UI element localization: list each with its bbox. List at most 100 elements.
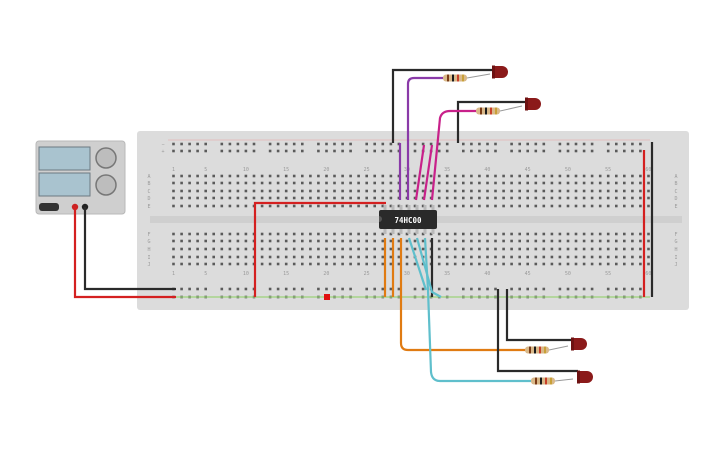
breadboard-hole[interactable] xyxy=(333,262,336,266)
breadboard-hole[interactable] xyxy=(325,232,328,236)
breadboard-hole[interactable] xyxy=(228,189,232,193)
breadboard-hole[interactable] xyxy=(631,232,634,236)
rail-hole[interactable] xyxy=(220,149,224,153)
breadboard-hole[interactable] xyxy=(582,181,586,185)
breadboard-hole[interactable] xyxy=(333,181,336,185)
breadboard-hole[interactable] xyxy=(236,174,240,178)
breadboard-hole[interactable] xyxy=(598,181,602,185)
rail-hole[interactable] xyxy=(478,149,481,153)
wires[interactable] xyxy=(73,68,654,383)
breadboard-hole[interactable] xyxy=(510,262,513,266)
breadboard-hole[interactable] xyxy=(172,174,175,178)
rail-hole[interactable] xyxy=(180,287,183,291)
breadboard-hole[interactable] xyxy=(639,262,642,266)
rail-hole[interactable] xyxy=(445,149,449,153)
rail-hole[interactable] xyxy=(301,142,304,146)
breadboard-hole[interactable] xyxy=(284,239,288,243)
breadboard-hole[interactable] xyxy=(574,262,578,266)
breadboard-hole[interactable] xyxy=(550,262,554,266)
rail-hole[interactable] xyxy=(478,287,481,291)
breadboard-hole[interactable] xyxy=(639,247,642,251)
breadboard-hole[interactable] xyxy=(413,174,417,178)
breadboard-hole[interactable] xyxy=(623,247,626,251)
breadboard-hole[interactable] xyxy=(260,247,264,251)
breadboard-hole[interactable] xyxy=(284,189,288,193)
breadboard-hole[interactable] xyxy=(526,255,529,259)
breadboard-hole[interactable] xyxy=(582,247,586,251)
breadboard-hole[interactable] xyxy=(236,262,240,266)
breadboard-hole[interactable] xyxy=(566,239,570,243)
breadboard-hole[interactable] xyxy=(196,262,199,266)
breadboard-hole[interactable] xyxy=(204,255,207,259)
breadboard-hole[interactable] xyxy=(542,174,546,178)
breadboard-hole[interactable] xyxy=(582,232,586,236)
breadboard-hole[interactable] xyxy=(534,196,538,200)
breadboard-hole[interactable] xyxy=(639,232,642,236)
breadboard-hole[interactable] xyxy=(413,189,417,193)
breadboard-hole[interactable] xyxy=(502,239,505,243)
breadboard-hole[interactable] xyxy=(284,232,288,236)
breadboard-hole[interactable] xyxy=(228,232,232,236)
breadboard-hole[interactable] xyxy=(582,174,586,178)
breadboard-hole[interactable] xyxy=(236,255,240,259)
rail-hole[interactable] xyxy=(462,149,465,153)
breadboard-hole[interactable] xyxy=(333,232,336,236)
breadboard-hole[interactable] xyxy=(486,232,489,236)
breadboard-hole[interactable] xyxy=(631,189,634,193)
breadboard-hole[interactable] xyxy=(558,255,562,259)
breadboard-hole[interactable] xyxy=(180,204,183,208)
breadboard-hole[interactable] xyxy=(292,239,296,243)
wire-black-led1-ground[interactable] xyxy=(391,68,497,143)
led-1[interactable] xyxy=(492,65,508,79)
rail-hole[interactable] xyxy=(244,142,248,146)
rail-hole[interactable] xyxy=(606,149,610,153)
breadboard-hole[interactable] xyxy=(437,204,441,208)
breadboard-hole[interactable] xyxy=(647,181,650,185)
breadboard-hole[interactable] xyxy=(373,181,376,185)
breadboard-hole[interactable] xyxy=(276,255,280,259)
breadboard-hole[interactable] xyxy=(172,204,175,208)
breadboard-hole[interactable] xyxy=(325,247,328,251)
breadboard-hole[interactable] xyxy=(558,196,562,200)
breadboard-hole[interactable] xyxy=(445,262,449,266)
breadboard-hole[interactable] xyxy=(421,232,425,236)
breadboard-hole[interactable] xyxy=(462,204,465,208)
resistor-1[interactable] xyxy=(443,74,467,82)
rail-hole[interactable] xyxy=(445,287,449,291)
breadboard-hole[interactable] xyxy=(437,255,441,259)
rail-hole[interactable] xyxy=(196,142,199,146)
breadboard-hole[interactable] xyxy=(558,204,562,208)
breadboard-hole[interactable] xyxy=(606,174,610,178)
breadboard-hole[interactable] xyxy=(317,181,320,185)
breadboard-hole[interactable] xyxy=(268,255,272,259)
breadboard-hole[interactable] xyxy=(590,189,594,193)
breadboard-hole[interactable] xyxy=(494,247,497,251)
breadboard-hole[interactable] xyxy=(590,232,594,236)
rail-hole[interactable] xyxy=(526,149,529,153)
breadboard-hole[interactable] xyxy=(470,174,473,178)
breadboard-hole[interactable] xyxy=(260,232,264,236)
breadboard-hole[interactable] xyxy=(615,174,618,178)
rail-hole[interactable] xyxy=(349,287,352,291)
breadboard-hole[interactable] xyxy=(292,181,296,185)
breadboard-hole[interactable] xyxy=(397,232,401,236)
breadboard-hole[interactable] xyxy=(518,239,521,243)
breadboard-hole[interactable] xyxy=(413,181,417,185)
breadboard-hole[interactable] xyxy=(276,247,280,251)
breadboard-hole[interactable] xyxy=(357,262,360,266)
rail-hole[interactable] xyxy=(389,142,393,146)
breadboard-hole[interactable] xyxy=(188,204,191,208)
breadboard-hole[interactable] xyxy=(349,239,352,243)
rail-hole[interactable] xyxy=(421,287,425,291)
breadboard-hole[interactable] xyxy=(542,204,546,208)
breadboard-hole[interactable] xyxy=(542,247,546,251)
rail-hole[interactable] xyxy=(381,149,385,153)
breadboard-hole[interactable] xyxy=(276,262,280,266)
breadboard-hole[interactable] xyxy=(526,262,529,266)
breadboard-hole[interactable] xyxy=(236,232,240,236)
breadboard-hole[interactable] xyxy=(639,189,642,193)
breadboard-hole[interactable] xyxy=(236,204,240,208)
rail-hole[interactable] xyxy=(325,149,328,153)
breadboard-hole[interactable] xyxy=(486,247,489,251)
breadboard-hole[interactable] xyxy=(437,239,441,243)
